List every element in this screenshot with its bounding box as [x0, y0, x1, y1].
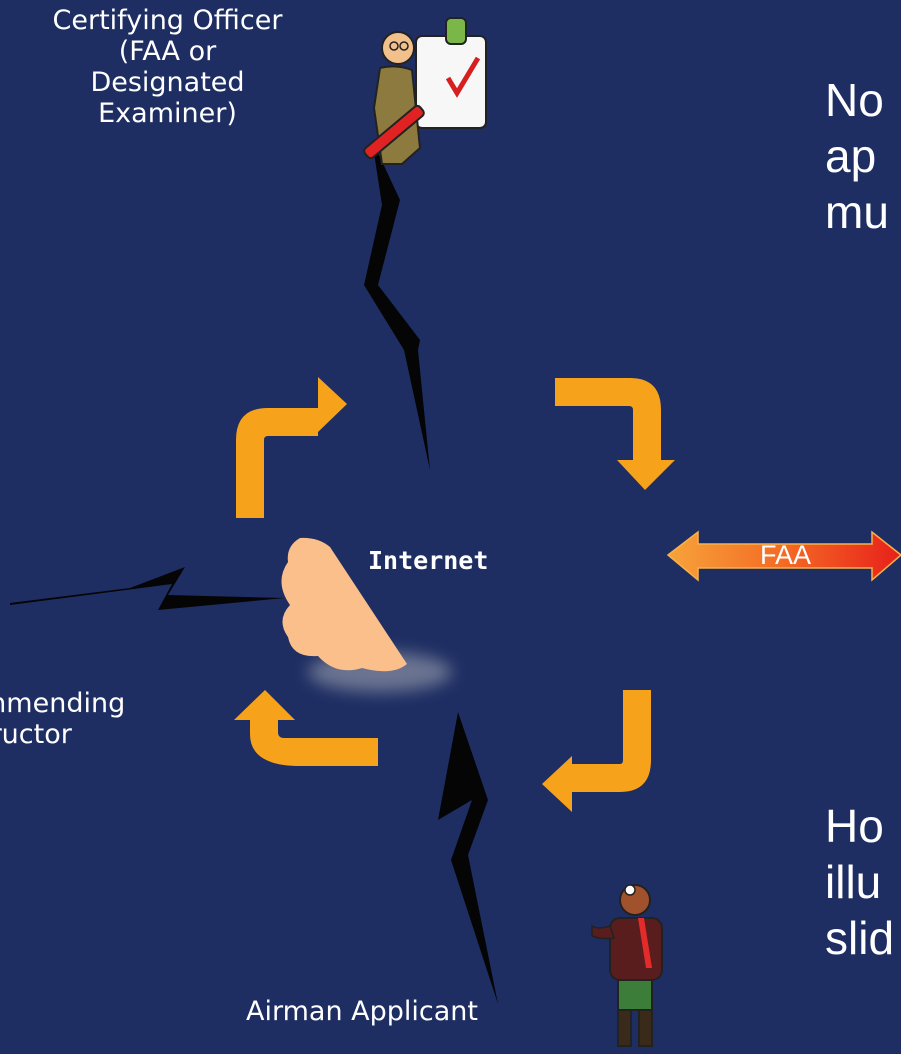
certifying-officer-icon	[363, 17, 487, 165]
flow-arrow-bottom-right	[542, 690, 651, 812]
side-text-bottom: Ho illu slid	[825, 798, 894, 966]
flow-arrow-top-right	[555, 378, 675, 490]
side-text-bottom-line-2: illu	[825, 856, 882, 909]
recommending-instructor-line-2: tructor	[0, 719, 72, 751]
lightning-bolt-top	[364, 140, 430, 470]
airman-applicant-label: Airman Applicant	[246, 996, 478, 1027]
recommending-instructor-line-1: mmending	[0, 688, 126, 719]
lightning-bolt-left	[10, 567, 285, 610]
flow-arrow-top-left	[236, 377, 347, 518]
certifying-officer-line-2: (FAA or	[118, 36, 217, 68]
side-text-bottom-line-3: slid	[825, 912, 895, 965]
side-text-top: No ap mu	[825, 72, 889, 240]
certifying-officer-label: Certifying Officer (FAA or Designated Ex…	[0, 5, 335, 129]
certifying-officer-line-4: Examiner)	[98, 98, 237, 130]
faa-label: FAA	[760, 540, 812, 570]
side-text-top-line-3: mu	[825, 186, 889, 239]
certifying-officer-line-3: Designated	[90, 67, 245, 99]
faa-double-arrow	[666, 530, 901, 582]
flow-arrow-bottom-left	[234, 690, 378, 766]
side-text-bottom-line-1: Ho	[825, 800, 884, 852]
internet-label: Internet	[368, 546, 489, 575]
recommending-instructor-label: mmending tructor	[0, 688, 125, 750]
side-text-top-line-1: No	[825, 74, 884, 126]
airman-icon	[591, 884, 663, 1047]
side-text-top-line-2: ap	[825, 130, 877, 183]
internet-cloud-icon	[281, 537, 407, 672]
certifying-officer-line-1: Certifying Officer	[52, 5, 283, 36]
lightning-bolt-bottom	[438, 712, 498, 1004]
